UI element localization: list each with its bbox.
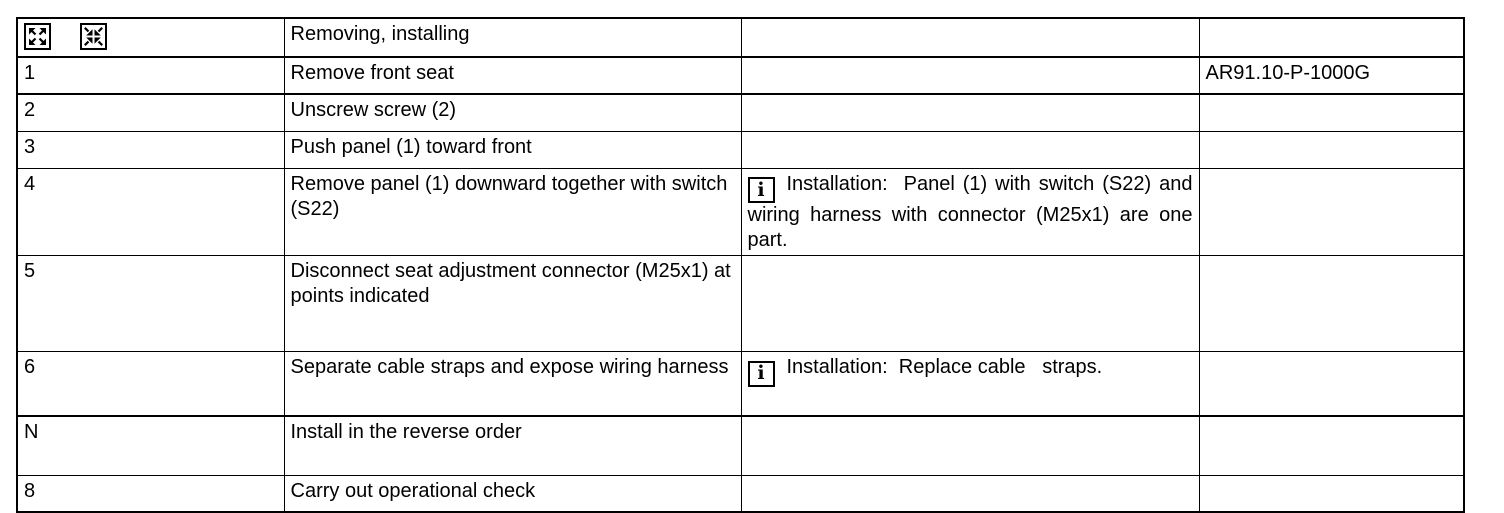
procedure-title: Removing, installing	[283, 17, 742, 58]
installation-note-text: Installation: Panel (1) with switch (S22…	[747, 172, 1199, 252]
step-number-cell: 4	[16, 167, 285, 256]
document-reference-cell	[1198, 255, 1465, 352]
step-number-cell: 3	[16, 130, 285, 169]
document-reference-link[interactable]: AR91.10-P-1000G	[1205, 62, 1371, 84]
document-reference-cell	[1198, 130, 1465, 169]
step-number-cell: 6	[16, 351, 285, 417]
installation-note-cell	[740, 17, 1200, 58]
step-number-cell: 8	[16, 475, 285, 513]
installation-note-cell	[740, 56, 1200, 95]
expand-all-icon[interactable]	[24, 23, 51, 50]
installation-note-cell	[740, 130, 1200, 169]
info-icon: i	[747, 360, 775, 387]
document-reference-cell	[1198, 93, 1465, 132]
step-description-cell: Remove front seat	[283, 56, 742, 95]
step-description-cell: Carry out operational check	[283, 475, 742, 513]
step-number-cell: N	[16, 415, 285, 476]
document-reference-cell	[1198, 475, 1465, 513]
installation-note-cell	[740, 475, 1200, 513]
document-reference-cell	[1198, 167, 1465, 256]
step-number-cell: 5	[16, 255, 285, 352]
document-reference-cell	[1198, 17, 1465, 58]
toolbar-icons-cell	[16, 17, 285, 58]
step-description-cell: Disconnect seat adjustment connector (M2…	[283, 255, 742, 352]
installation-note-cell	[740, 93, 1200, 132]
step-number-cell: 1	[16, 56, 285, 95]
info-icon: i	[747, 177, 775, 203]
document-reference-cell: AR91.10-P-1000G	[1198, 56, 1465, 95]
step-description-cell: Unscrew screw (2)	[283, 93, 742, 132]
document-reference-cell	[1198, 351, 1465, 417]
document-reference-cell	[1198, 415, 1465, 476]
step-description-cell: Remove panel (1) downward together with …	[283, 167, 742, 256]
installation-note-cell	[740, 255, 1200, 352]
collapse-all-icon[interactable]	[79, 23, 107, 50]
installation-note-cell: i Installation: Replace cable straps.	[740, 351, 1200, 417]
step-description-cell: Push panel (1) toward front	[283, 130, 742, 169]
step-description-cell: Separate cable straps and expose wiring …	[283, 351, 742, 417]
installation-note-text: Installation: Replace cable straps.	[786, 356, 1103, 378]
installation-note-cell	[740, 415, 1200, 476]
procedure-header-row: Removing, installing	[16, 17, 1465, 58]
step-description-cell: Install in the reverse order	[283, 415, 742, 476]
step-number-cell: 2	[16, 93, 285, 132]
